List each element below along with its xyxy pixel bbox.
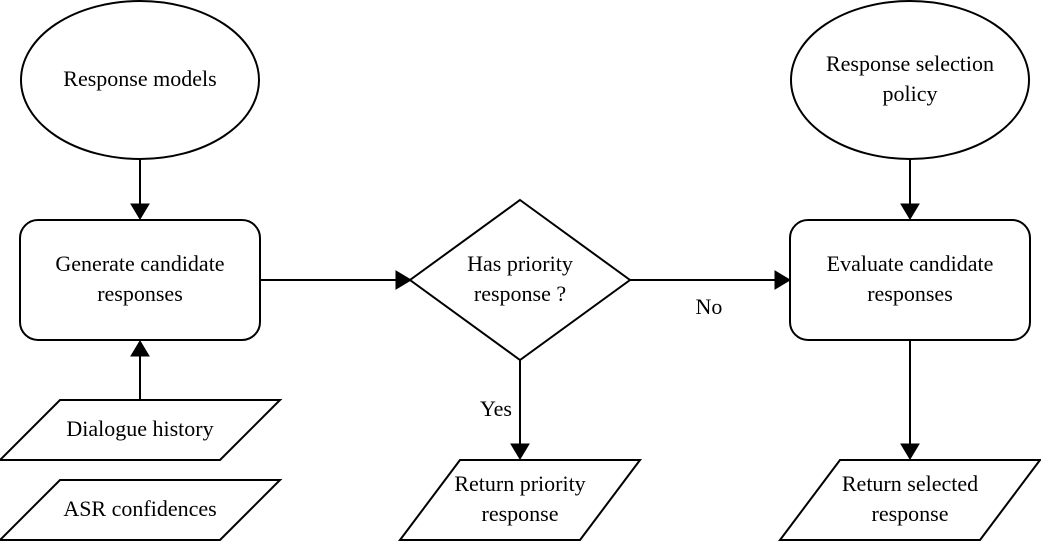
generate-label-line1: Generate candidate <box>55 251 224 276</box>
node-has-priority-response: Has priority response ? <box>408 198 632 362</box>
arrowhead-generate-to-decision <box>395 270 412 290</box>
response-models-label: Response models <box>63 66 216 91</box>
return-selected-parallelogram <box>778 459 1041 541</box>
return-selected-label-line2: response <box>872 501 949 526</box>
priority-decision-label-line2: response ? <box>474 281 566 306</box>
return-priority-label-line1: Return priority <box>454 471 585 496</box>
edge-label-yes: Yes <box>480 396 512 421</box>
node-generate-candidate-responses: Generate candidate responses <box>19 219 261 341</box>
response-models-ellipse <box>20 0 260 160</box>
arrowhead-decision-to-evaluate <box>774 270 791 290</box>
return-selected-label-line1: Return selected <box>842 471 978 496</box>
generate-box <box>19 219 261 341</box>
node-asr-confidences: ASR confidences <box>0 479 283 541</box>
node-return-selected-response: Return selected response <box>778 459 1041 541</box>
asr-confidences-parallelogram <box>0 479 283 541</box>
priority-decision-diamond <box>408 198 632 362</box>
arrowhead-history-to-generate <box>130 340 150 357</box>
arrowhead-decision-to-return-priority <box>510 443 530 460</box>
dialogue-history-label: Dialogue history <box>66 416 213 441</box>
node-return-priority-response: Return priority response <box>398 459 642 541</box>
node-response-selection-policy: Response selection policy <box>790 0 1030 160</box>
node-evaluate-candidate-responses: Evaluate candidate responses <box>789 219 1031 341</box>
selection-policy-label-line2: policy <box>883 81 938 106</box>
priority-decision-label-line1: Has priority <box>467 251 573 276</box>
node-dialogue-history: Dialogue history <box>0 399 283 461</box>
selection-policy-ellipse <box>790 0 1030 160</box>
asr-confidences-label: ASR confidences <box>63 496 216 521</box>
return-priority-label-line2: response <box>482 501 559 526</box>
arrowhead-models-to-generate <box>130 203 150 220</box>
edge-label-no: No <box>696 294 723 319</box>
node-response-models: Response models <box>20 0 260 160</box>
dialogue-history-parallelogram <box>0 399 283 461</box>
evaluate-box <box>789 219 1031 341</box>
selection-policy-label-line1: Response selection <box>826 51 994 76</box>
arrowhead-policy-to-evaluate <box>900 203 920 220</box>
evaluate-label-line1: Evaluate candidate <box>827 251 994 276</box>
edges <box>130 160 920 460</box>
return-priority-parallelogram <box>398 459 642 541</box>
arrowhead-evaluate-to-return-selected <box>900 443 920 460</box>
generate-label-line2: responses <box>97 281 183 306</box>
evaluate-label-line2: responses <box>867 281 953 306</box>
